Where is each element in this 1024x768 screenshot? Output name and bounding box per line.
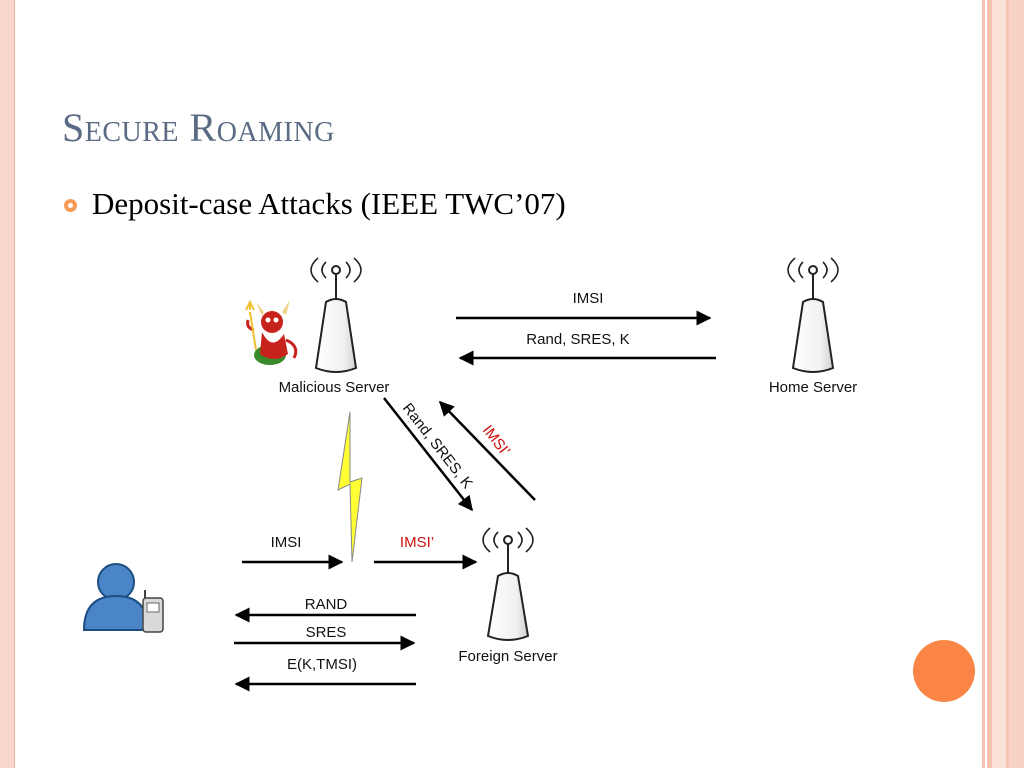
label-imsi-to-home: IMSI xyxy=(573,290,604,307)
phone-icon xyxy=(142,590,164,633)
label-ektmsi: E(K,TMSI) xyxy=(287,656,357,673)
arrow-rand-sres-k-to-foreign xyxy=(383,397,473,512)
label-imsi-prime-diagonal: IMSI’ xyxy=(479,422,513,459)
bullet-icon xyxy=(64,199,77,212)
label-rand-sres-k-to-malicious: Rand, SRES, K xyxy=(526,331,629,348)
malicious-server-antenna-icon xyxy=(310,257,362,373)
label-imsi-prime-horizontal: IMSI’ xyxy=(400,534,434,551)
label-sres: SRES xyxy=(306,624,347,641)
label-user-imsi: IMSI xyxy=(271,534,302,551)
lightning-icon xyxy=(337,411,363,563)
slide-title: Secure Roaming xyxy=(62,105,335,150)
label-rand: RAND xyxy=(305,596,348,613)
label-rand-sres-k-diagonal: Rand, SRES, K xyxy=(399,400,476,492)
bullet-text: Deposit-case Attacks (IEEE TWC’07) xyxy=(92,186,566,221)
malicious-server-label: Malicious Server xyxy=(279,379,390,396)
right-border-strips xyxy=(982,0,1024,768)
user-icon xyxy=(82,563,150,631)
decorative-circle xyxy=(913,640,975,702)
devil-icon xyxy=(245,299,298,365)
foreign-server-label: Foreign Server xyxy=(458,648,557,665)
arrow-imsi-prime-to-malicious xyxy=(438,400,536,501)
home-server-label: Home Server xyxy=(769,379,857,396)
left-border-strip xyxy=(0,0,15,768)
home-server-antenna-icon xyxy=(787,257,839,373)
foreign-server-antenna-icon xyxy=(482,527,534,641)
